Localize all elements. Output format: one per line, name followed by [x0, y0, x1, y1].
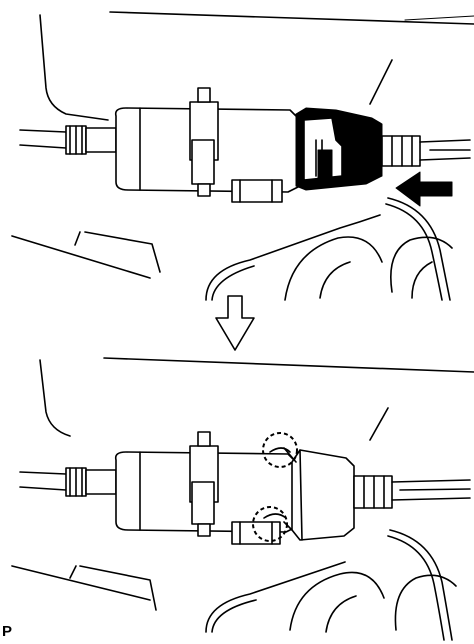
step-after-view	[11, 357, 474, 641]
lock-claw-mark-upper	[262, 432, 298, 468]
figure-label: P	[2, 623, 13, 640]
solid-arrow-left-icon	[395, 171, 453, 207]
hollow-arrow-down-icon	[215, 295, 255, 351]
step-before-view	[11, 11, 474, 301]
lock-claw-mark-lower	[252, 506, 288, 542]
